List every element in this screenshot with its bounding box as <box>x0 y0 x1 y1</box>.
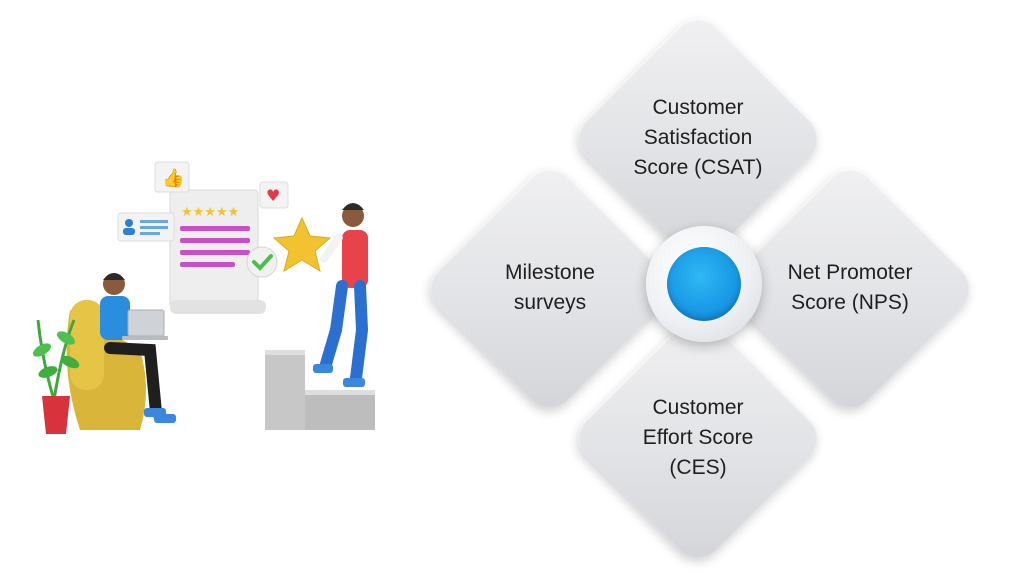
node-ces: Customer Effort Score (CES) <box>567 307 829 569</box>
svg-text:👍: 👍 <box>162 167 184 189</box>
checkmark-icon <box>246 246 278 278</box>
rating-stars: ★★★★★ <box>181 205 239 220</box>
profile-card-icon <box>117 212 175 242</box>
standing-person <box>313 203 369 387</box>
node-csat: Customer Satisfaction Score (CSAT) <box>567 7 829 269</box>
plant-icon <box>32 319 80 434</box>
thumbs-up-icon: 👍 <box>154 161 190 193</box>
center-hub-dot <box>667 247 741 321</box>
node-csat-label: Customer Satisfaction Score (CSAT) <box>633 96 763 179</box>
review-document: ★★★★★ <box>169 189 266 314</box>
node-nps-label: Net Promoter Score (NPS) <box>787 261 913 314</box>
star-icon <box>272 216 332 273</box>
svg-text:♥: ♥ <box>266 186 280 205</box>
steps <box>265 350 375 430</box>
heart-icon: ♥ <box>259 181 289 209</box>
node-milestone-surveys-label: Milestone surveys <box>505 261 595 314</box>
node-nps: Net Promoter Score (NPS) <box>719 157 981 419</box>
customer-feedback-illustration: ★★★★★ 👍 ♥ <box>32 161 375 434</box>
node-milestone-surveys: Milestone surveys <box>419 157 681 419</box>
laptop-icon <box>122 309 168 340</box>
node-ces-label: Customer Effort Score (CES) <box>642 396 754 479</box>
svg-text:★★★★★: ★★★★★ <box>181 205 239 220</box>
seated-person <box>66 273 176 430</box>
